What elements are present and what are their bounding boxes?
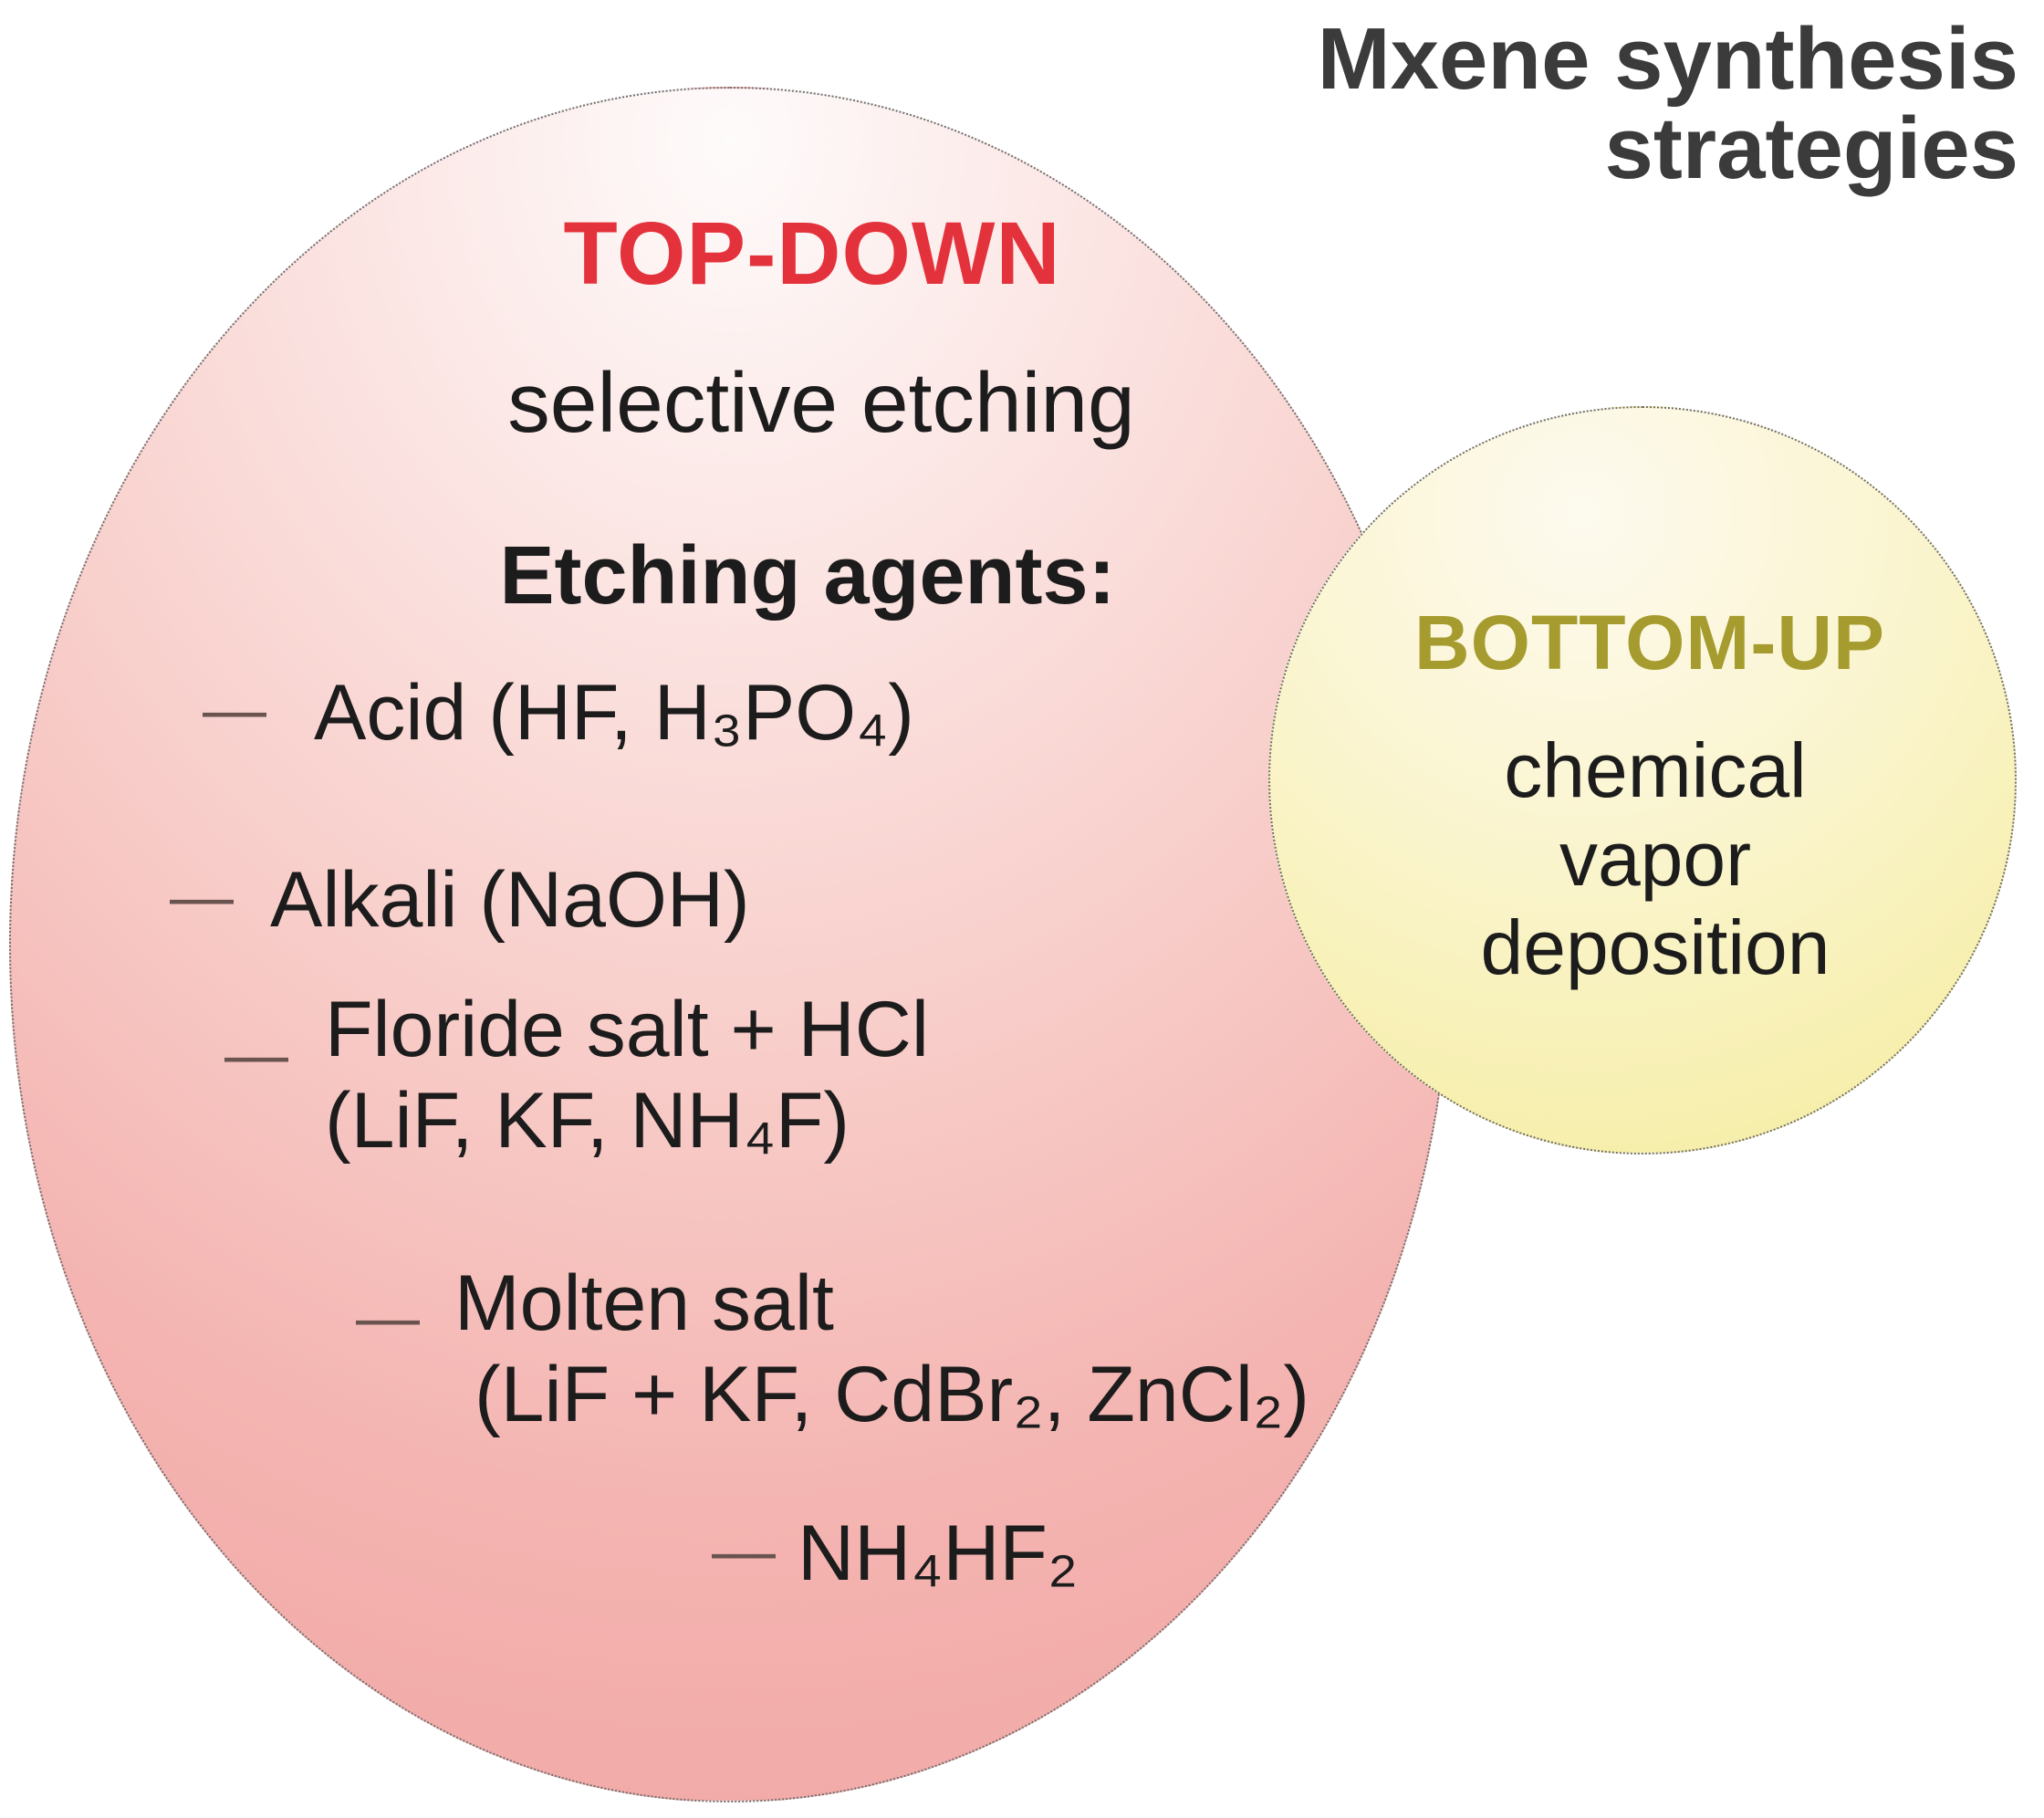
top-down-circle [9,87,1451,1802]
list-item-line: (LiF, KF, NH₄F) [325,1077,850,1165]
bottom-up-line1: chemical [1504,727,1807,813]
bottom-up-line3: deposition [1480,904,1830,990]
list-dash: — [224,1019,288,1090]
bottom-up-line2: vapor [1559,816,1752,902]
list-dash: — [203,674,266,745]
bottom-up-label: BOTTOM-UP [1413,600,1886,685]
list-item: Acid (HF, H₃PO₄) [314,667,914,758]
list-dash: — [356,1281,420,1353]
list-item-line: Alkali (NaOH) [270,856,750,944]
list-dash: — [712,1515,776,1586]
list-item: Floride salt + HCl (LiF, KF, NH₄F) [325,984,929,1166]
list-item-line: Molten salt [454,1259,834,1347]
top-down-subtitle: selective etching [507,355,1135,450]
list-item: Molten salt (LiF + KF, CdBr₂, ZnCl₂) [454,1258,1309,1440]
etching-agents-heading: Etching agents: [499,530,1116,622]
page-title-line2: strategies [1604,99,2018,197]
list-item-line: NH₄HF₂ [798,1510,1079,1597]
list-item-line: Acid (HF, H₃PO₄) [314,669,914,757]
page-title-line1: Mxene synthesis [1317,10,2018,108]
bottom-up-description: chemical vapor deposition [1481,726,1830,992]
list-item-line: (LiF + KF, CdBr₂, ZnCl₂) [474,1351,1309,1438]
bottom-up-circle [1268,406,2017,1155]
page-title: Mxene synthesis strategies [1318,15,2018,193]
top-down-label: TOP-DOWN [563,204,1061,303]
list-item-line: Floride salt + HCl [325,986,929,1073]
list-item: NH₄HF₂ [798,1508,1078,1599]
list-item: Alkali (NaOH) [270,854,750,946]
list-dash: — [170,861,234,932]
